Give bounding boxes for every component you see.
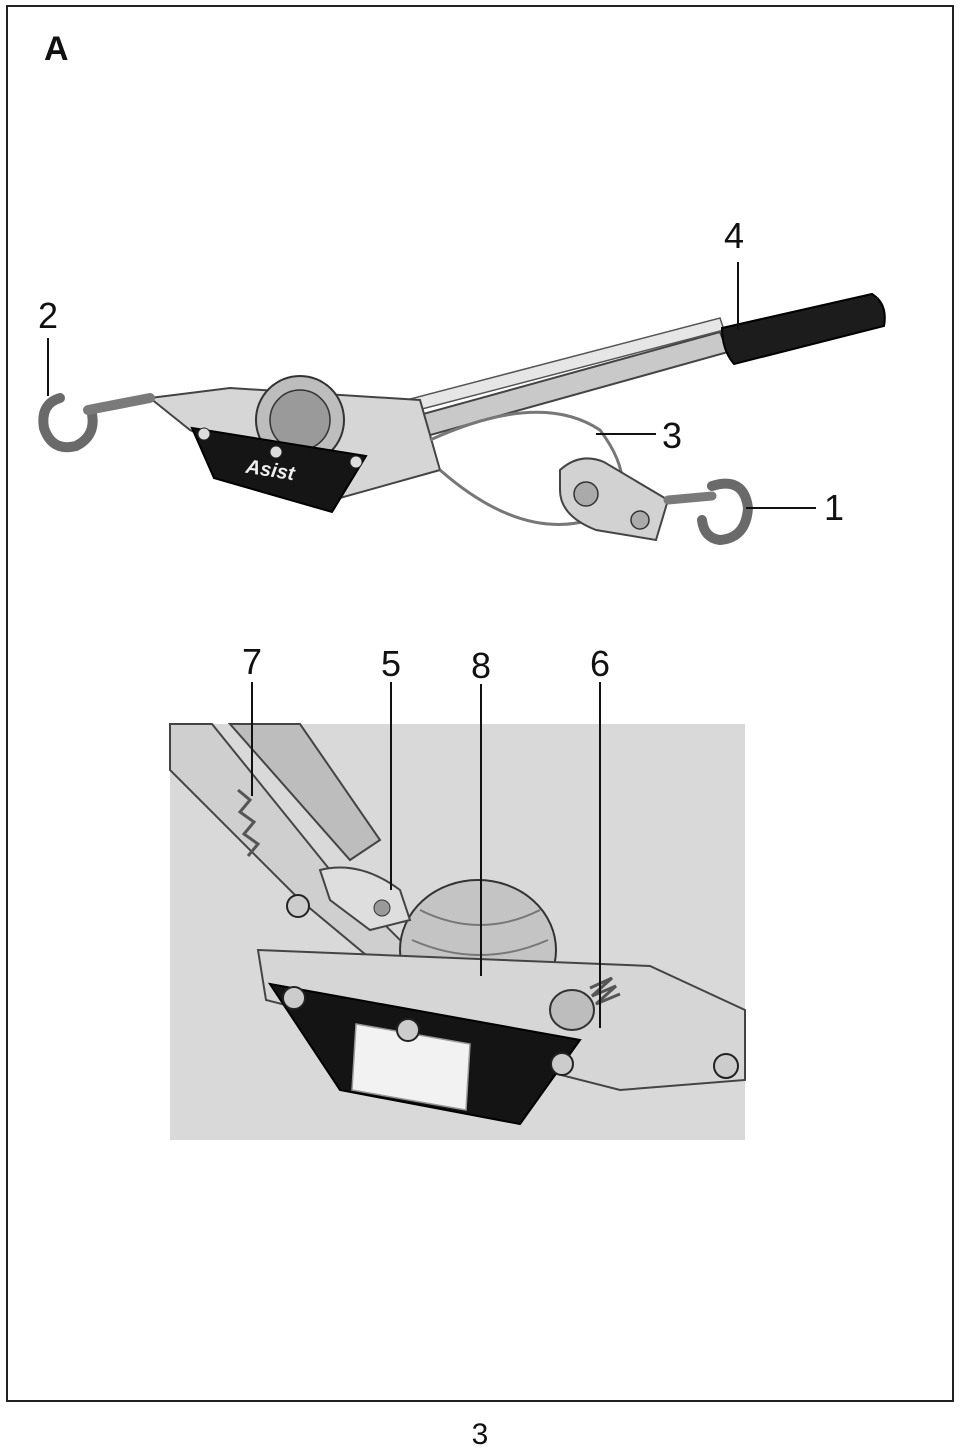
callout-6: 6 (590, 643, 611, 684)
winch-overview-illustration: Asist (38, 262, 886, 546)
page-number: 3 (471, 1418, 489, 1451)
callout-7: 7 (242, 641, 263, 682)
callout-5: 5 (381, 643, 402, 684)
callout-1: 1 (824, 487, 845, 528)
callout-4: 4 (724, 215, 745, 256)
page-frame (6, 5, 954, 1402)
winch-detail-illustration (169, 682, 746, 1140)
section-letter: A (44, 30, 69, 68)
callout-8: 8 (471, 645, 492, 686)
callout-2: 2 (38, 295, 59, 336)
callout-3: 3 (662, 415, 683, 456)
